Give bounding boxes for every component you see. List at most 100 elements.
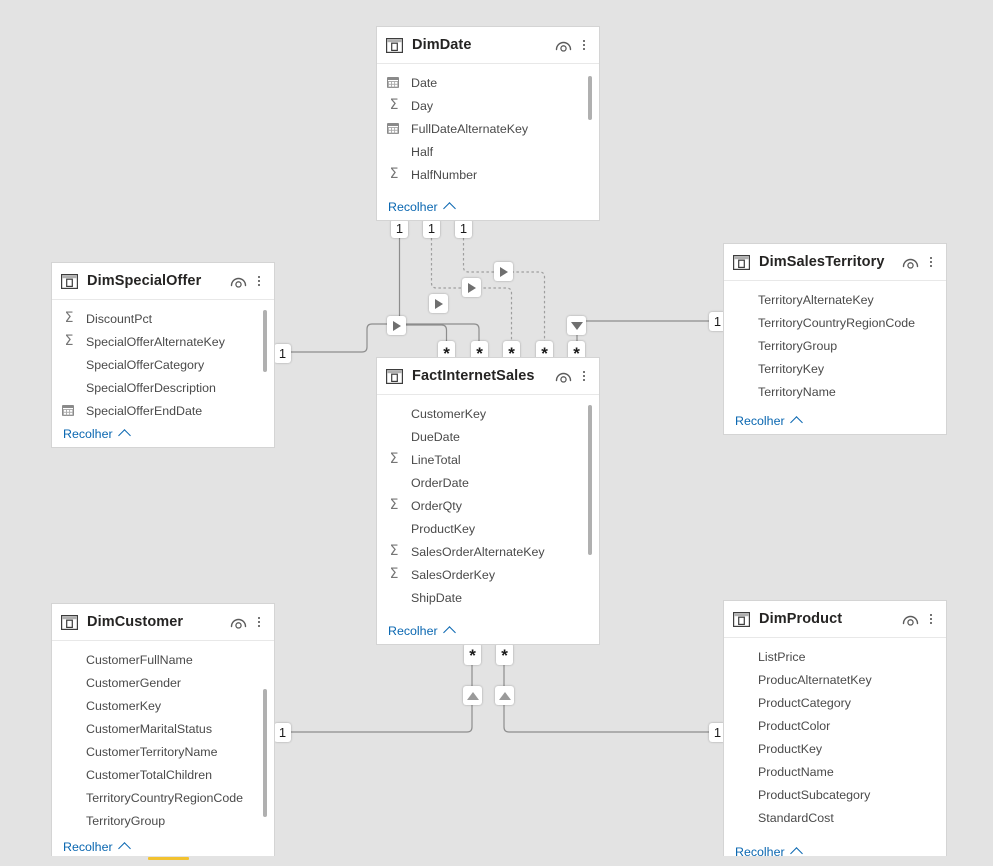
collapse-button[interactable]: Recolher	[52, 421, 274, 447]
field-row[interactable]: CustomerFullName	[52, 648, 274, 671]
field-row[interactable]: ProductKey	[724, 737, 946, 760]
cardinality-badge-many: *	[464, 643, 481, 665]
field-name: ProductName	[758, 764, 834, 779]
hide-eye-icon[interactable]	[229, 274, 248, 289]
field-list-scrollbar[interactable]	[588, 405, 592, 555]
field-name: Day	[411, 98, 434, 113]
field-row[interactable]: TerritoryCountryRegionCode	[52, 786, 274, 809]
field-row[interactable]: TerritoryAlternateKey	[724, 288, 946, 311]
field-row[interactable]: ProductName	[724, 760, 946, 783]
more-options-icon[interactable]	[577, 37, 591, 53]
hide-eye-icon[interactable]	[901, 255, 920, 270]
table-header[interactable]: DimDate	[377, 27, 599, 64]
cross-filter-arrow-right	[494, 262, 513, 281]
field-row[interactable]: ProducAlternatetKey	[724, 668, 946, 691]
table-header[interactable]: FactInternetSales	[377, 358, 599, 395]
field-row[interactable]: ProductSubcategory	[724, 783, 946, 806]
hide-eye-icon[interactable]	[554, 369, 573, 384]
field-row[interactable]: ProductCategory	[724, 691, 946, 714]
chevron-up-icon	[789, 416, 803, 429]
field-name: StandardCost	[758, 810, 834, 825]
collapse-button[interactable]: Recolher	[377, 618, 599, 644]
table-header[interactable]: DimSpecialOffer	[52, 263, 274, 300]
field-row[interactable]: TerritoryGroup	[52, 809, 274, 832]
field-row[interactable]: CustomerKey	[377, 402, 599, 425]
field-row[interactable]: TerritoryName	[724, 380, 946, 403]
field-name: TerritoryKey	[758, 361, 825, 376]
field-row[interactable]: ShipDate	[377, 586, 599, 609]
field-name: CustomerFullName	[86, 652, 193, 667]
field-row[interactable]: ProductKey	[377, 517, 599, 540]
field-name: TerritoryGroup	[86, 813, 166, 828]
field-row[interactable]: TerritoryKey	[724, 357, 946, 380]
triangle-down-icon	[570, 321, 583, 330]
collapse-button[interactable]: Recolher	[377, 194, 599, 220]
field-row[interactable]: TerritoryCountryRegionCode	[724, 311, 946, 334]
more-options-icon[interactable]	[252, 273, 266, 289]
field-list-scrollbar[interactable]	[263, 689, 267, 817]
field-row[interactable]: ListPrice	[724, 645, 946, 668]
calendar-icon	[386, 76, 402, 90]
field-list-scrollbar[interactable]	[588, 76, 592, 120]
field-row[interactable]: StandardCost	[724, 806, 946, 829]
field-row[interactable]: SpecialOfferDescription	[52, 376, 274, 399]
table-header[interactable]: DimProduct	[724, 601, 946, 638]
more-options-icon[interactable]	[252, 614, 266, 630]
collapse-button[interactable]: Recolher	[724, 408, 946, 434]
field-row[interactable]: TerritoryGroup	[724, 334, 946, 357]
field-row[interactable]: CustomerTerritoryName	[52, 740, 274, 763]
field-icon-none	[61, 722, 77, 736]
more-options-icon[interactable]	[577, 368, 591, 384]
field-list-scrollbar[interactable]	[263, 310, 267, 372]
more-options-icon[interactable]	[924, 254, 938, 270]
field-row[interactable]: ProductColor	[724, 714, 946, 737]
calendar-icon	[386, 122, 402, 136]
chevron-up-icon	[117, 842, 131, 855]
report-tab-bar[interactable]	[0, 856, 993, 866]
field-row[interactable]: Date	[377, 71, 599, 94]
field-row[interactable]: Half	[377, 140, 599, 163]
field-row[interactable]: SpecialOfferCategory	[52, 353, 274, 376]
field-row[interactable]: DueDate	[377, 425, 599, 448]
triangle-up-icon	[466, 691, 479, 700]
table-header[interactable]: DimCustomer	[52, 604, 274, 641]
table-header[interactable]: DimSalesTerritory	[724, 244, 946, 281]
triangle-right-icon	[499, 266, 508, 277]
field-row[interactable]: OrderDate	[377, 471, 599, 494]
field-row[interactable]: FullDateAlternateKey	[377, 117, 599, 140]
more-options-icon[interactable]	[924, 611, 938, 627]
hide-eye-icon[interactable]	[554, 38, 573, 53]
field-name: TerritoryCountryRegionCode	[86, 790, 244, 805]
field-row[interactable]: CustomerTotalChildren	[52, 763, 274, 786]
collapse-button[interactable]: Recolher	[52, 834, 274, 860]
hide-eye-icon[interactable]	[229, 615, 248, 630]
field-row[interactable]: CustomerMaritalStatus	[52, 717, 274, 740]
field-row[interactable]: SpecialOfferEndDate	[52, 399, 274, 421]
field-row[interactable]: CustomerGender	[52, 671, 274, 694]
field-icon-none	[386, 407, 402, 421]
sigma-icon: Σ	[389, 165, 399, 182]
hide-eye-icon[interactable]	[901, 612, 920, 627]
field-row[interactable]: CustomerKey	[52, 694, 274, 717]
